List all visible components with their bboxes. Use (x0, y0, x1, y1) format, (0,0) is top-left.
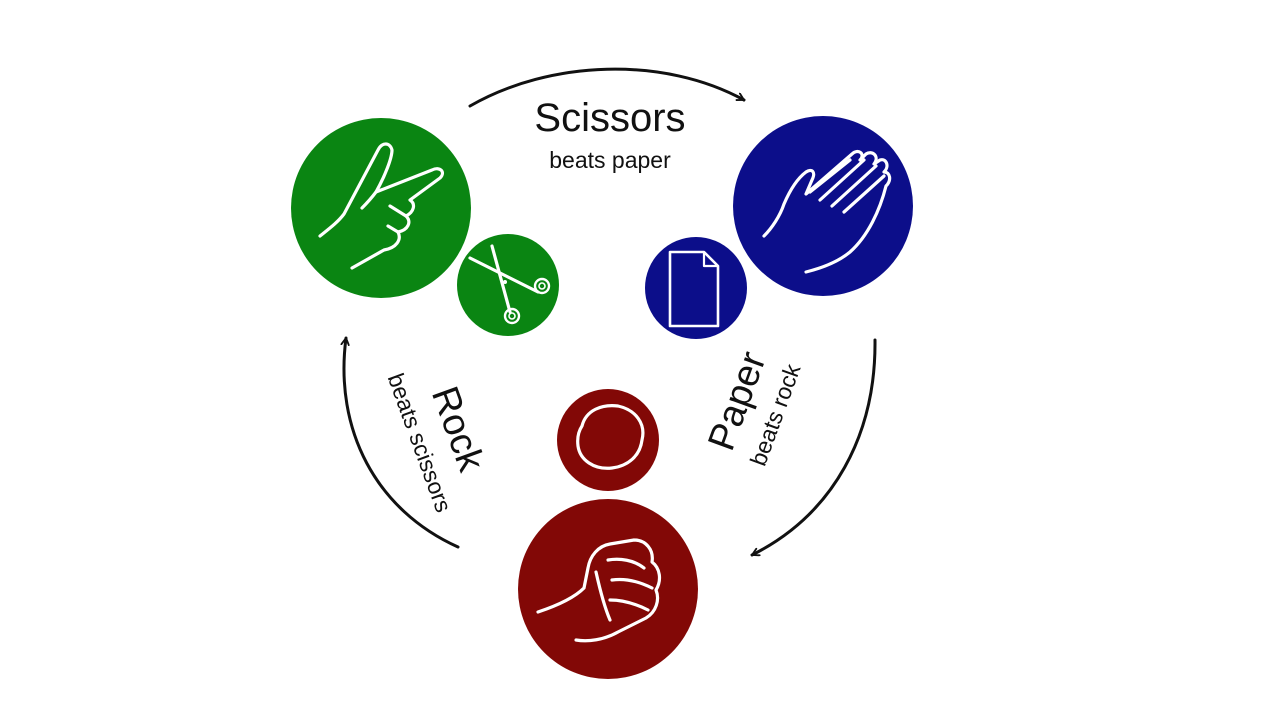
scissors-icon (468, 244, 551, 325)
rock-icon (576, 404, 645, 470)
scissors-tool-circle (457, 234, 559, 336)
scissors-group (291, 118, 559, 336)
scissors-title: Scissors (534, 96, 685, 140)
rock-group (518, 389, 698, 679)
fist-icon (536, 538, 662, 643)
arrow-paper-to-rock (750, 338, 877, 557)
arrow-rock-to-scissors (344, 336, 460, 549)
paper-hand-circle (733, 116, 913, 296)
scissors-label: Scissors beats paper (534, 96, 685, 173)
scissors-subtitle: beats paper (549, 147, 671, 173)
scissors-hand-circle (291, 118, 471, 298)
paper-label: Paper beats rock (700, 346, 805, 469)
arrow-scissors-to-paper (468, 67, 746, 108)
peace-sign-hand-icon (318, 142, 444, 270)
open-hand-icon (762, 149, 892, 274)
rock-label: Rock beats scissors (383, 370, 493, 516)
document-icon (668, 250, 720, 328)
rock-hand-circle (518, 499, 698, 679)
paper-group (645, 116, 913, 339)
